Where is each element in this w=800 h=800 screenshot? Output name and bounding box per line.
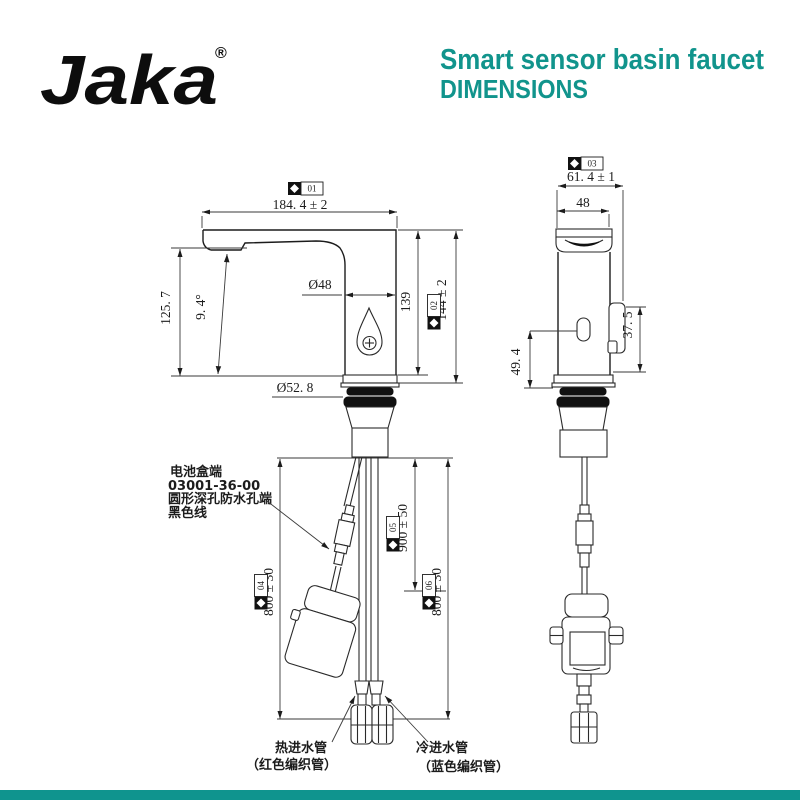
dim-spout-angle: 9. 4° — [193, 294, 208, 320]
water-hoses — [358, 457, 379, 681]
dim-body-height: 139 — [398, 292, 413, 313]
callout-number: 02 — [429, 301, 439, 310]
diamond-glyph — [256, 598, 266, 608]
dim-base-diameter: Ø52. 8 — [277, 380, 314, 395]
callout-03: 03 — [568, 156, 604, 171]
hot-pipe-line1: 热进水管 — [275, 740, 327, 756]
hot-pipe-label: 热进水管 （红色编织管） — [246, 695, 356, 773]
battery-note: 电池盒端 03001-36-00 圆形深孔防水孔端 黑色线 — [168, 464, 330, 550]
faucet-side-body — [555, 228, 626, 375]
faucet-body-outline — [203, 229, 397, 375]
diamond-glyph — [424, 598, 434, 608]
page-subtitle: DIMENSIONS — [440, 74, 588, 104]
dim-spout-height: 125. 7 — [158, 291, 173, 325]
sensor-window-side-icon — [576, 317, 591, 342]
dim-valve-height: 37. 5 — [620, 311, 635, 338]
diamond-glyph — [429, 318, 439, 328]
dim-body-depth: 48 — [576, 195, 590, 210]
hose-assembly: 800 ± 30 04 900 ± 50 05 800 ± 30 06 — [168, 456, 509, 775]
callout-number: 06 — [424, 581, 434, 591]
battery-box — [284, 585, 361, 678]
callout-number: 03 — [588, 159, 598, 169]
page-title: Smart sensor basin faucet — [440, 44, 764, 76]
diamond-glyph — [388, 540, 398, 550]
cold-pipe-line1: 冷进水管 — [416, 740, 468, 756]
brand-logo: Jaka — [40, 41, 218, 119]
battery-note-line4: 黑色线 — [168, 505, 207, 521]
footer-accent-bar — [0, 790, 800, 800]
diamond-glyph — [290, 184, 299, 193]
spout-opening — [568, 241, 600, 247]
diamond-glyph — [570, 159, 579, 168]
side-sensor-cable — [575, 457, 594, 594]
cold-pipe-label: 冷进水管 （蓝色编织管） — [384, 695, 509, 775]
side-hose-fitting — [570, 673, 598, 744]
dim-overall-depth: 61. 4 ± 1 — [567, 169, 615, 184]
faucet-base — [340, 374, 400, 458]
registered-trademark: ® — [215, 45, 227, 62]
sensor-cable — [329, 456, 363, 594]
callout-number: 05 — [388, 523, 398, 533]
callout-04: 04 — [254, 574, 268, 610]
callout-01: 01 — [288, 181, 324, 196]
front-view: 01 184. 4 ± 2 Ø48 125. 7 — [158, 181, 463, 458]
callout-06: 06 — [422, 574, 436, 610]
hose-fittings — [350, 680, 394, 745]
battery-note-line1: 电池盒端 — [170, 464, 222, 480]
side-battery-box — [549, 593, 624, 675]
dim-body-diameter: Ø48 — [308, 277, 331, 292]
hot-pipe-line2: （红色编织管） — [246, 757, 337, 773]
cold-pipe-line2: （蓝色编织管） — [418, 759, 509, 775]
dim-overall-width: 184. 4 ± 2 — [273, 197, 328, 212]
battery-note-line2: 03001-36-00 — [168, 479, 260, 494]
callout-02: 02 — [427, 294, 441, 330]
dim-sensor-height: 49. 4 — [508, 348, 523, 375]
faucet-side-base — [551, 374, 616, 458]
callout-05: 05 — [386, 516, 400, 552]
sensor-window-icon — [356, 306, 383, 356]
side-view: 03 61. 4 ± 1 48 — [508, 156, 646, 744]
callout-number: 04 — [256, 581, 266, 591]
header: Jaka ® Smart sensor basin faucet DIMENSI… — [40, 41, 764, 119]
callout-number: 01 — [308, 184, 317, 194]
faucet-spout-outline — [202, 230, 346, 375]
battery-note-line3: 圆形深孔防水孔端 — [168, 491, 272, 507]
